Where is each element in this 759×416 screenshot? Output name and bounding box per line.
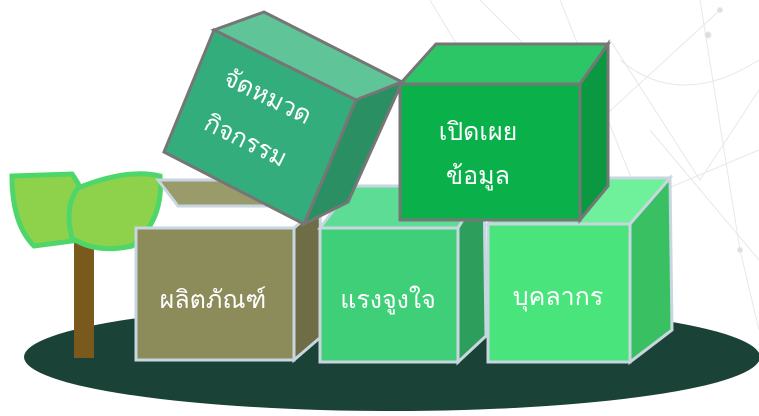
block-personnel-label: บุคลากร bbox=[513, 282, 604, 312]
block-organize: จัดหมวด กิจกรรม bbox=[162, 10, 406, 228]
block-motivation-label: แรงจูงใจ bbox=[340, 285, 435, 315]
block-products-label: ผลิตภัณฑ์ bbox=[160, 285, 267, 314]
block-disclosure-label-line2: ข้อมูล bbox=[446, 161, 510, 191]
block-disclosure: เปิดเผย ข้อมูล bbox=[396, 39, 611, 225]
block-disclosure-label-line1: เปิดเผย bbox=[439, 117, 518, 146]
